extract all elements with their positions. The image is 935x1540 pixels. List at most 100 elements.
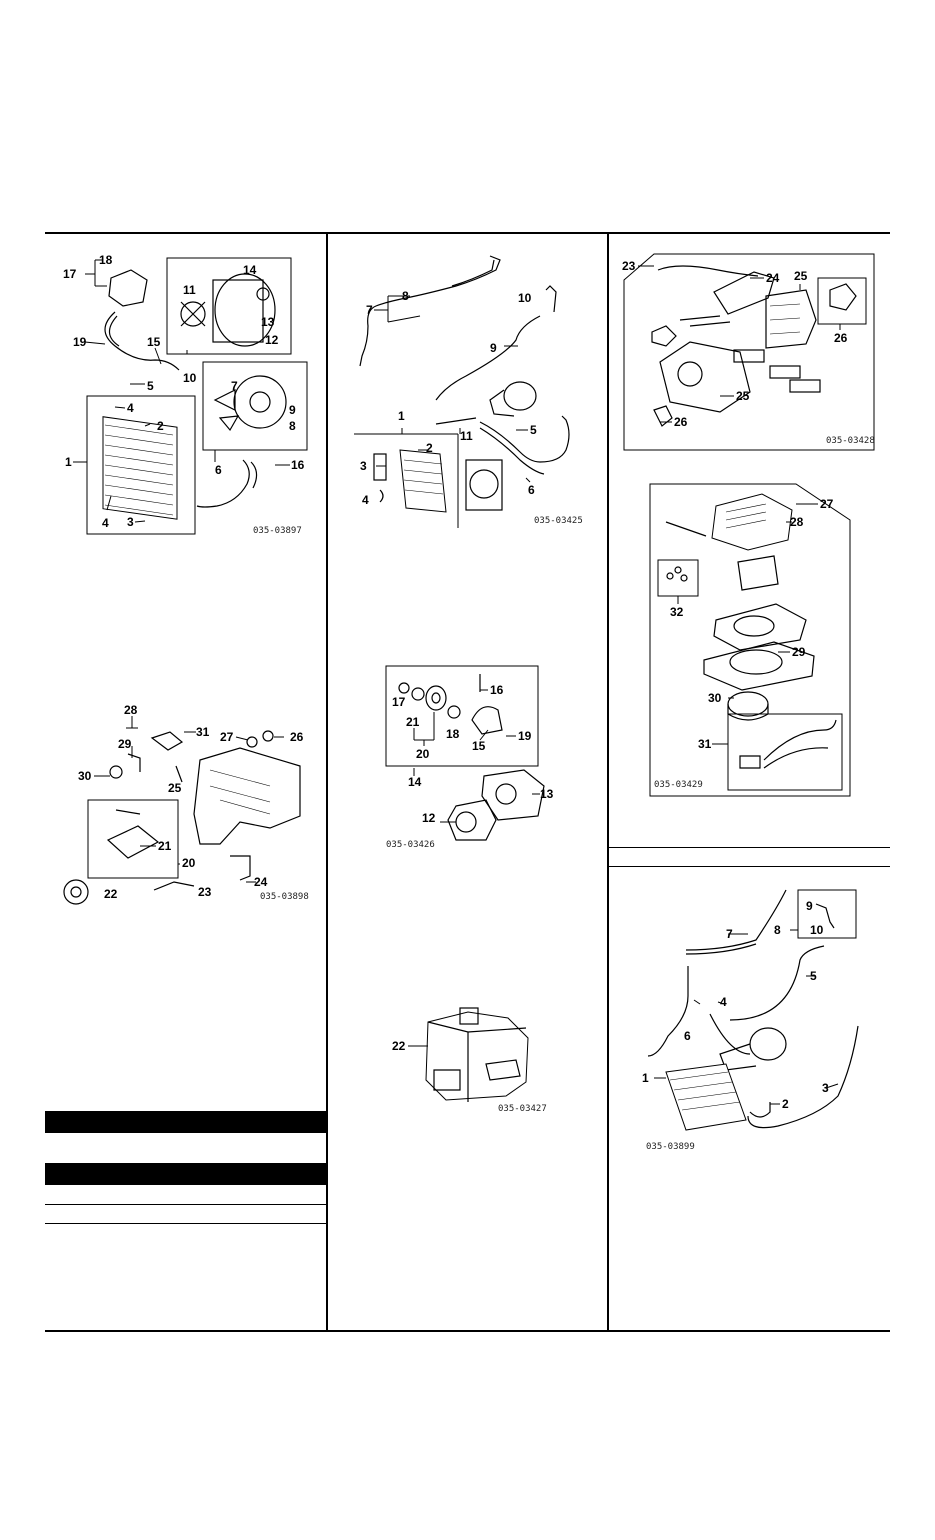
callout-31: 31 <box>698 737 712 751</box>
callout-5: 5 <box>530 423 537 437</box>
callout-25b: 25 <box>736 389 750 403</box>
callout-28: 28 <box>124 703 138 717</box>
callout-5: 5 <box>147 379 154 393</box>
callout-9: 9 <box>289 403 296 417</box>
callout-27: 27 <box>220 730 234 744</box>
callout-7: 7 <box>366 303 373 317</box>
diagram-caption: 035-03427 <box>498 1104 547 1114</box>
blower-diagram: 27 28 29 30 31 32 035-03429 <box>646 480 856 800</box>
callout-19: 19 <box>518 729 532 743</box>
diagram-caption: 035-03425 <box>534 516 583 526</box>
section-line-a <box>609 847 890 848</box>
callout-5: 5 <box>810 969 817 983</box>
callout-4a: 4 <box>127 401 134 415</box>
callout-23: 23 <box>198 885 212 899</box>
callout-3: 3 <box>822 1081 829 1095</box>
diagram-caption: 035-03899 <box>646 1142 695 1152</box>
callout-14: 14 <box>243 263 257 277</box>
callout-17: 17 <box>63 267 77 281</box>
callout-22: 22 <box>392 1039 406 1053</box>
callout-20: 20 <box>182 856 196 870</box>
diagram-caption: 035-03428 <box>826 436 875 446</box>
section-line-b <box>609 866 890 867</box>
section-header-bar-1 <box>45 1111 326 1133</box>
callout-29: 29 <box>792 645 806 659</box>
callout-26a: 26 <box>834 331 848 345</box>
callout-17: 17 <box>392 695 406 709</box>
callout-2: 2 <box>157 419 164 433</box>
callout-24: 24 <box>766 271 780 285</box>
callout-10: 10 <box>183 371 197 385</box>
callout-26: 26 <box>290 730 304 744</box>
radiator-diagram: 1 2 3 4 4 5 6 7 8 9 10 11 12 13 14 15 16… <box>55 250 315 540</box>
diagram-caption: 035-03898 <box>260 892 309 902</box>
section-header-bar-2 <box>45 1163 326 1185</box>
callout-3: 3 <box>127 515 134 529</box>
ac-piping-diagram: 1 2 3 4 5 6 7 8 9 10 11 035-03425 <box>340 250 600 540</box>
callout-4: 4 <box>362 493 369 507</box>
callout-7: 7 <box>231 379 238 393</box>
callout-29: 29 <box>118 737 132 751</box>
callout-18: 18 <box>446 727 460 741</box>
callout-26b: 26 <box>674 415 688 429</box>
heater-unit-diagram: 22 035-03427 <box>390 1000 560 1120</box>
callout-14: 14 <box>408 775 422 789</box>
top-rule <box>45 232 890 234</box>
column-divider-right <box>607 232 609 1332</box>
callout-12: 12 <box>265 333 279 347</box>
callout-23: 23 <box>622 259 636 273</box>
callout-13: 13 <box>540 787 554 801</box>
callout-15: 15 <box>472 739 486 753</box>
callout-2: 2 <box>782 1097 789 1111</box>
callout-9: 9 <box>490 341 497 355</box>
callout-9: 9 <box>806 899 813 913</box>
callout-13: 13 <box>261 315 275 329</box>
diagram-caption: 035-03897 <box>253 526 302 536</box>
callout-4b: 4 <box>102 516 109 530</box>
callout-8: 8 <box>774 923 781 937</box>
callout-30: 30 <box>708 691 722 705</box>
ac-lines-diagram: 1 2 3 4 5 6 7 8 9 10 035-03899 <box>630 884 870 1154</box>
callout-1: 1 <box>642 1071 649 1085</box>
callout-12: 12 <box>422 811 436 825</box>
callout-10: 10 <box>518 291 532 305</box>
table-line-1 <box>45 1204 326 1205</box>
callout-6: 6 <box>684 1029 691 1043</box>
table-line-2 <box>45 1223 326 1224</box>
callout-22: 22 <box>104 887 118 901</box>
diagram-caption: 035-03426 <box>386 840 435 850</box>
callout-25a: 25 <box>794 269 808 283</box>
callout-7: 7 <box>726 927 733 941</box>
column-divider-left <box>326 232 328 1332</box>
heater-case-diagram: 23 24 25 25 26 26 035-03428 <box>620 250 880 454</box>
bottom-rule <box>45 1330 890 1332</box>
callout-21: 21 <box>406 715 420 729</box>
callout-18: 18 <box>99 253 113 267</box>
callout-1: 1 <box>398 409 405 423</box>
callout-28: 28 <box>790 515 804 529</box>
callout-11: 11 <box>460 429 473 443</box>
callout-15: 15 <box>147 335 161 349</box>
callout-16: 16 <box>291 458 305 472</box>
engine-pulley-diagram: 20 21 22 23 24 25 26 27 28 29 30 31 035-… <box>60 700 320 910</box>
callout-19: 19 <box>73 335 87 349</box>
callout-2: 2 <box>426 441 433 455</box>
callout-30: 30 <box>78 769 92 783</box>
callout-3: 3 <box>360 459 367 473</box>
callout-6: 6 <box>528 483 535 497</box>
callout-25: 25 <box>168 781 182 795</box>
callout-10: 10 <box>810 923 824 937</box>
compressor-diagram: 12 13 14 15 16 17 18 19 20 21 035-03426 <box>380 664 580 854</box>
callout-32: 32 <box>670 605 684 619</box>
callout-16: 16 <box>490 683 504 697</box>
callout-31: 31 <box>196 725 210 739</box>
callout-6: 6 <box>215 463 222 477</box>
callout-4: 4 <box>720 995 727 1009</box>
callout-11: 11 <box>183 283 196 297</box>
callout-1: 1 <box>65 455 72 469</box>
diagram-caption: 035-03429 <box>654 780 703 790</box>
callout-8: 8 <box>402 289 409 303</box>
callout-21: 21 <box>158 839 172 853</box>
callout-20: 20 <box>416 747 430 761</box>
callout-27: 27 <box>820 497 834 511</box>
